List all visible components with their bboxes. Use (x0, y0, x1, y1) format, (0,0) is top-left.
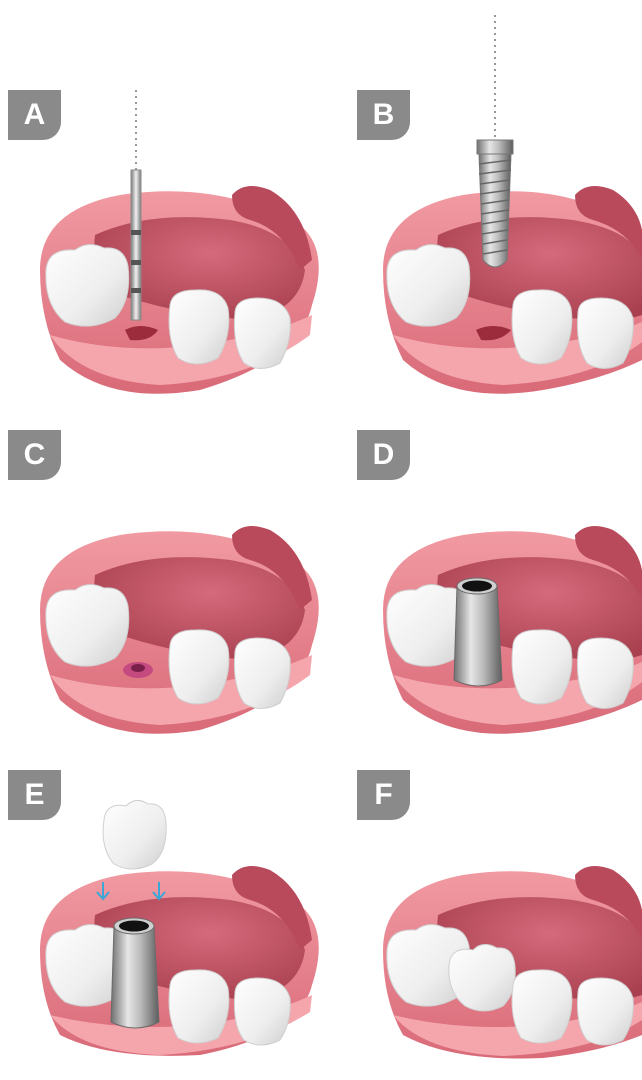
drill-icon (131, 170, 141, 320)
right-tooth-1 (169, 970, 229, 1043)
implant-screw-icon (477, 140, 513, 267)
right-tooth-1 (512, 290, 572, 364)
right-tooth-2 (577, 298, 633, 369)
step-e-panel: E (0, 740, 321, 1080)
step-b-illustration (321, 60, 642, 400)
right-tooth-2 (234, 298, 290, 369)
step-f-panel: F (321, 740, 642, 1080)
right-tooth-2 (234, 638, 290, 709)
step-c-illustration (0, 400, 321, 740)
right-tooth-1 (512, 630, 572, 704)
left-molar (46, 584, 129, 666)
left-molar (46, 244, 129, 326)
crown-icon (103, 800, 166, 869)
abutment-icon (111, 918, 159, 1028)
step-a-panel: A (0, 60, 321, 400)
right-tooth-1 (512, 970, 572, 1043)
right-tooth-2 (577, 978, 633, 1045)
right-tooth-1 (169, 290, 229, 364)
step-f-illustration (321, 740, 642, 1060)
step-d-panel: D (321, 400, 642, 740)
right-tooth-1 (169, 630, 229, 704)
right-tooth-2 (234, 978, 290, 1045)
step-a-illustration (0, 60, 321, 400)
step-d-illustration (321, 400, 642, 740)
abutment-icon (454, 578, 502, 686)
step-b-panel: B (321, 60, 642, 400)
left-molar (387, 244, 470, 326)
right-tooth-2 (577, 638, 633, 709)
step-c-panel: C (0, 400, 321, 740)
healing-cap-icon (123, 662, 153, 678)
step-e-illustration (0, 740, 321, 1060)
